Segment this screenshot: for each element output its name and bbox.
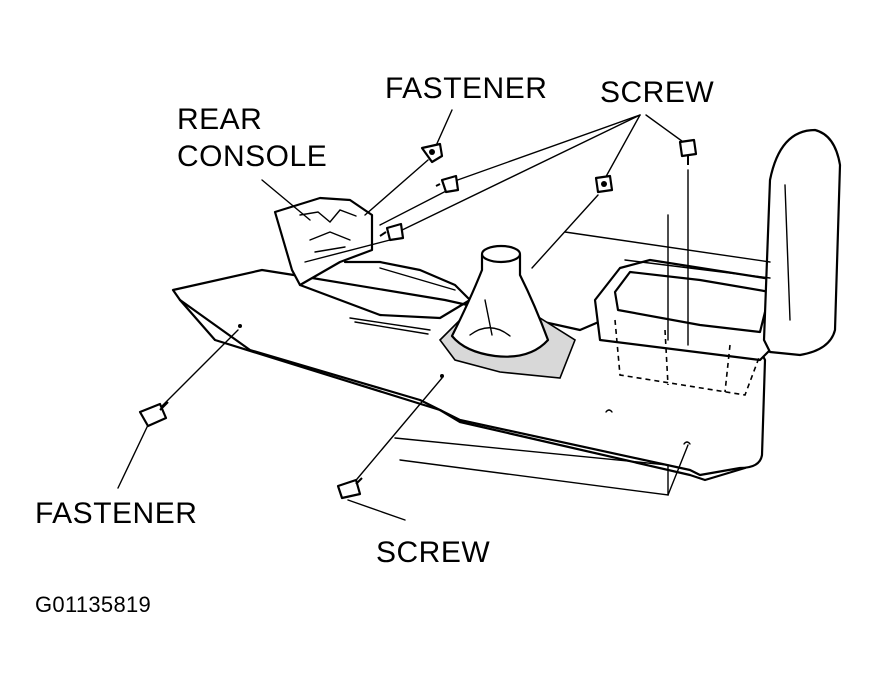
screw-bottom-leader: [347, 499, 406, 521]
screw-line-to-console: [304, 187, 453, 263]
rear-console-slot: [349, 267, 456, 335]
screw-leader-3: [602, 114, 641, 183]
armrest-inner: [784, 184, 791, 321]
screw-leader-1: [451, 114, 641, 183]
shift-boot-fold: [469, 299, 511, 337]
dimension-line-right: [667, 444, 689, 496]
label-fastener-top: FASTENER: [385, 72, 548, 105]
rear-console-detail: [299, 209, 357, 253]
screw-icon-1: [435, 174, 460, 194]
dimension-line-lower: [394, 437, 669, 496]
fastener-left-icon: [138, 401, 169, 428]
screw-bottom-icon: [336, 477, 363, 500]
figure-code: G01135819: [35, 592, 152, 617]
bracket-lines: [667, 169, 689, 346]
screw-leader-2: [397, 114, 641, 233]
rear-console-leader: [261, 179, 311, 221]
screw-icon-2: [379, 222, 405, 242]
console-side-panel: [178, 298, 747, 482]
screw-leader-4: [645, 114, 687, 145]
label-screw-bottom: SCREW: [376, 536, 491, 569]
label-screw-top: SCREW: [600, 76, 715, 109]
label-rear-console-line2: CONSOLE: [177, 140, 328, 173]
label-fastener-left: FASTENER: [35, 497, 198, 530]
front-console-dashed: [614, 319, 761, 396]
label-rear-console-line1: REAR: [177, 103, 263, 136]
fastener-top-leader: [434, 109, 453, 149]
rear-console-body: [273, 196, 374, 287]
shift-boot: [450, 246, 550, 358]
screw-icon-3: [594, 174, 614, 194]
fastener-left-leader: [117, 424, 149, 489]
screw-icon-4: [678, 138, 698, 165]
armrest-panel: [762, 128, 842, 357]
screw-bottom-line: [351, 377, 443, 486]
floor-line-mid: [624, 259, 771, 279]
fastener-top-line: [364, 159, 429, 216]
hole-marks: [238, 324, 691, 445]
fastener-left-line: [159, 329, 239, 409]
screw-line-to-boot: [531, 194, 599, 269]
fastener-top-icon: [420, 142, 444, 164]
shift-boot-top: [480, 244, 522, 264]
